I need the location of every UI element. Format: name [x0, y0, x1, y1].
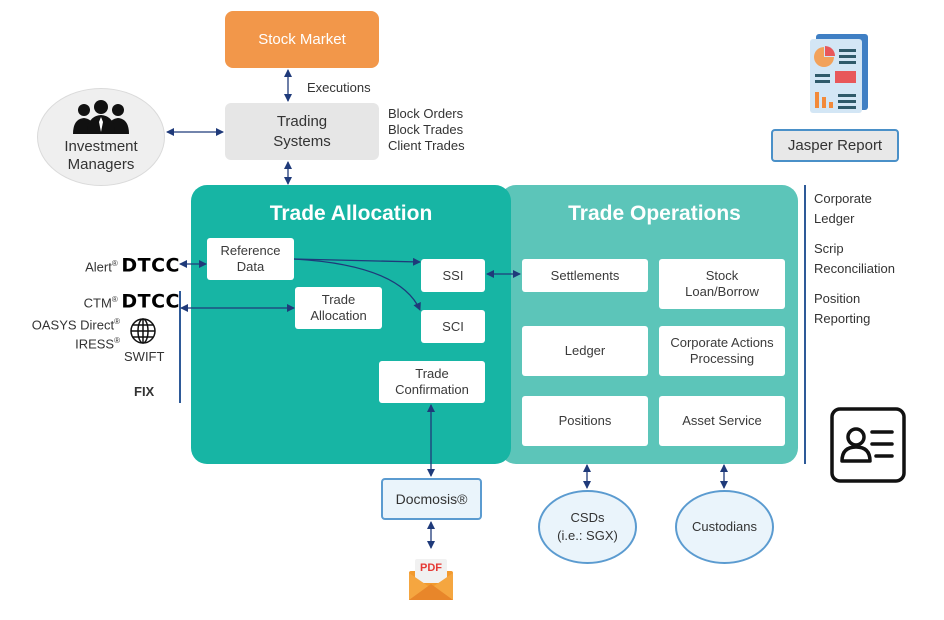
stock-loan-line1: Stock: [705, 268, 739, 283]
ssi-label: SSI: [442, 267, 464, 283]
docmosis-label: Docmosis®: [395, 491, 468, 507]
alert-dtcc-source: Alert® DTCC: [60, 256, 180, 275]
pdf-envelope-icon: PDF: [408, 557, 454, 601]
registered-mark: ®: [111, 259, 118, 268]
alert-label: Alert: [85, 259, 112, 275]
registered-mark: ®: [111, 295, 118, 304]
oasys-label: OASYS Direct®: [20, 314, 120, 333]
people-group-icon: [73, 100, 129, 134]
right-list-line: Position: [814, 291, 861, 306]
trade-allocation-title: Trade Allocation: [269, 202, 433, 225]
csds-line1: CSDs: [570, 510, 605, 525]
trading-systems-line1: Trading: [276, 112, 328, 130]
report-document-icon: [810, 34, 868, 113]
trade-type-item: Block Trades: [388, 122, 464, 137]
registered-mark: ®: [114, 336, 120, 345]
trade-types-list: Block Orders Block Trades Client Trades: [388, 106, 465, 154]
ledger-label: Ledger: [564, 343, 606, 358]
trade-allocation-line1: Trade: [321, 292, 356, 307]
right-list-line: Scrip: [814, 241, 844, 256]
trade-confirmation-line2: Confirmation: [395, 382, 469, 397]
csds-line2: (i.e.: SGX): [557, 528, 618, 543]
registered-mark: ®: [114, 317, 120, 326]
corporate-actions-line1: Corporate Actions: [670, 335, 774, 350]
executions-label: Executions: [307, 80, 371, 95]
stock-market-label: Stock Market: [258, 31, 346, 48]
fix-label: FIX: [134, 384, 155, 399]
trade-type-item: Client Trades: [388, 138, 465, 153]
csds-node[interactable]: CSDs (i.e.: SGX): [538, 490, 637, 564]
oasys-text: OASYS Direct: [31, 317, 115, 333]
docmosis-node[interactable]: Docmosis®: [381, 478, 482, 520]
stock-market-node[interactable]: Stock Market: [225, 11, 379, 68]
contact-card-icon: [830, 407, 906, 483]
custodians-label: Custodians: [691, 519, 758, 534]
right-list-bracket: [804, 185, 806, 464]
trade-allocation-line2: Allocation: [310, 308, 367, 323]
right-list-line: Reporting: [814, 311, 871, 326]
settlements-node[interactable]: Settlements: [522, 259, 648, 292]
sci-label: SCI: [442, 318, 464, 334]
reference-data-line1: Reference: [220, 243, 281, 258]
positions-node[interactable]: Positions: [522, 396, 648, 446]
positions-label: Positions: [558, 413, 612, 428]
ledger-node[interactable]: Ledger: [522, 326, 648, 376]
dtcc-logo: DTCC: [121, 254, 180, 277]
trade-operations-title: Trade Operations: [568, 202, 741, 225]
stock-loan-line2: Loan/Borrow: [685, 284, 759, 299]
sci-node[interactable]: SCI: [421, 310, 485, 343]
trade-confirmation-line1: Trade: [415, 366, 449, 381]
ctm-dtcc-source: CTM® DTCC: [60, 292, 180, 311]
ssi-node[interactable]: SSI: [421, 259, 485, 292]
iress-label: IRESS®: [20, 333, 120, 352]
globe-icon: [130, 318, 156, 344]
dtcc-logo: DTCC: [121, 290, 180, 313]
investment-managers-line1: Investment: [64, 138, 138, 155]
trade-type-item: Block Orders: [388, 106, 464, 121]
asset-service-node[interactable]: Asset Service: [659, 396, 785, 446]
trading-systems-line2: Systems: [273, 132, 331, 150]
investment-managers-line2: Managers: [67, 156, 135, 173]
reference-data-line2: Data: [236, 259, 265, 274]
pdf-label: PDF: [420, 562, 442, 574]
right-list-line: Corporate: [814, 191, 872, 206]
asset-service-label: Asset Service: [682, 413, 762, 428]
jasper-report-label: Jasper Report: [787, 137, 883, 154]
right-list-line: Ledger: [814, 211, 855, 226]
jasper-report-button[interactable]: Jasper Report: [771, 129, 899, 162]
iress-text: IRESS: [75, 336, 115, 352]
corporate-actions-line2: Processing: [689, 351, 755, 366]
ctm-label: CTM: [83, 295, 112, 311]
custodians-node[interactable]: Custodians: [675, 490, 774, 564]
right-list-line: Reconciliation: [814, 261, 895, 276]
swift-label: SWIFT: [124, 349, 165, 364]
settlements-label: Settlements: [550, 267, 620, 283]
external-sources-bracket: [179, 291, 181, 403]
